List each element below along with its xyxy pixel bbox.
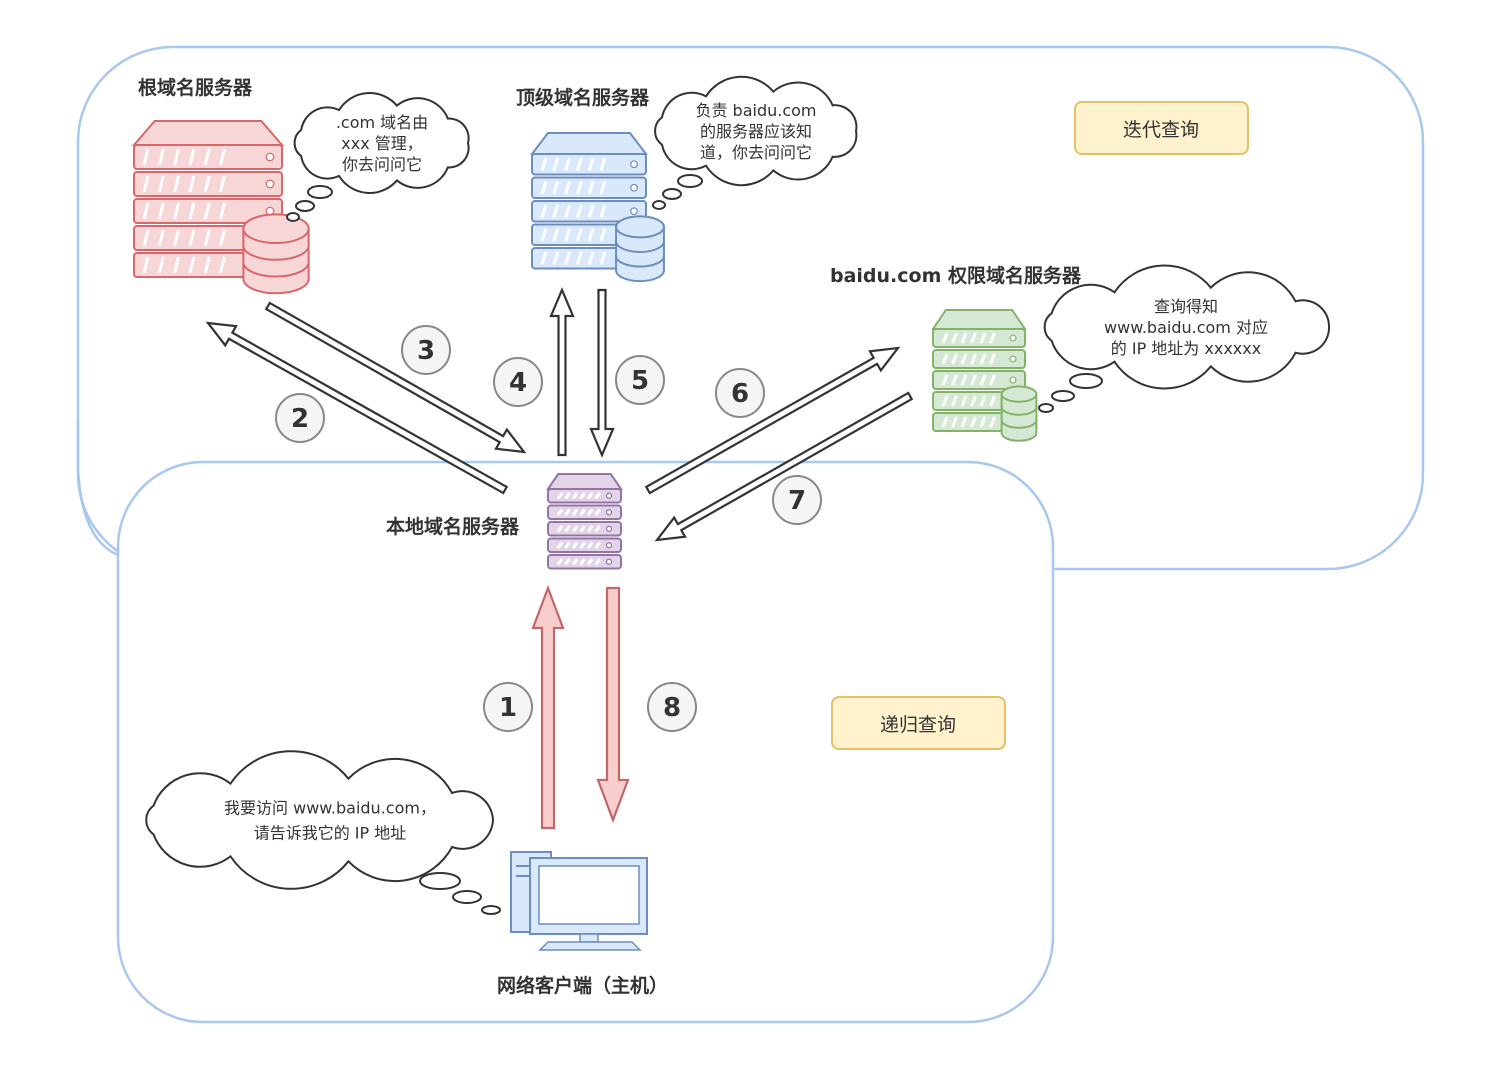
authoritative-thought-bubble: 查询得知 www.baidu.com 对应的 IP 地址为 xxxxxx [1038,264,1331,413]
bubble-line: 负责 baidu.com [695,101,816,120]
bubble-line: www.baidu.com 对应 [1104,318,1268,337]
step-badge-8: 8 [647,682,697,732]
svg-text:1: 1 [499,693,517,723]
step-badge-5: 5 [615,355,665,405]
step-arrow [596,586,630,824]
recursive-region [116,460,1055,1024]
svg-text:迭代查询: 迭代查询 [1123,119,1199,141]
bubble-line: xxx 管理， [341,134,423,153]
authoritative-server-label: baidu.com 权限域名服务器 [830,264,1082,287]
step-arrow [644,346,901,495]
step-arrows [205,287,914,830]
svg-text:4: 4 [509,368,527,398]
bubble-line: 道，你去问问它 [700,143,812,162]
root-server-icon [131,120,310,295]
bubble-line: .com 域名由 [336,113,428,132]
local-server-icon [546,473,623,570]
svg-text:递归查询: 递归查询 [880,714,956,736]
client-thought-bubble: 我要访问 www.baidu.com， 请告诉我它的 IP 地址 [145,750,501,915]
client-computer-icon [510,851,648,951]
local-server-label: 本地域名服务器 [386,515,520,538]
svg-text:2: 2 [291,404,309,434]
step-badge-4: 4 [493,357,543,407]
step-badge-7: 7 [772,475,822,525]
svg-text:8: 8 [663,693,681,723]
step-arrow [264,301,527,454]
client-label: 网络客户端（主机） [497,974,668,997]
step-arrow [654,391,914,542]
step-arrow [549,287,575,457]
step-badge-2: 2 [275,393,325,443]
step-arrow [205,321,509,495]
step-arrow [589,288,615,458]
step-badge-3: 3 [401,325,451,375]
bubble-line: 的 IP 地址为 xxxxxx [1111,339,1261,358]
step-badge-1: 1 [483,682,533,732]
step-badge-6: 6 [715,368,765,418]
bubble-line: 查询得知 [1154,297,1218,316]
step-badges: 1 2 3 4 5 6 7 8 [275,325,822,732]
tld-server-icon [529,132,665,283]
svg-text:6: 6 [731,379,749,409]
bubble-line: 请告诉我它的 IP 地址 [254,824,407,843]
root-server-label: 根域名服务器 [138,76,253,99]
bubble-line: 我要访问 www.baidu.com， [224,799,436,818]
svg-text:3: 3 [417,336,435,366]
bubble-line: 的服务器应该知 [700,122,812,141]
recursive-query-tag: 递归查询 [831,696,1006,750]
step-arrow [531,584,565,830]
tld-server-label: 顶级域名服务器 [516,86,650,109]
bubble-line: 你去问问它 [342,155,422,174]
svg-text:5: 5 [631,366,649,396]
root-thought-bubble: .com 域名由 xxx 管理， 你去问问它 [286,92,470,222]
authoritative-server-icon [931,309,1038,442]
svg-text:7: 7 [788,486,806,516]
iterative-query-tag: 迭代查询 [1074,101,1249,155]
iterative-region-edge-overlap [76,420,119,557]
